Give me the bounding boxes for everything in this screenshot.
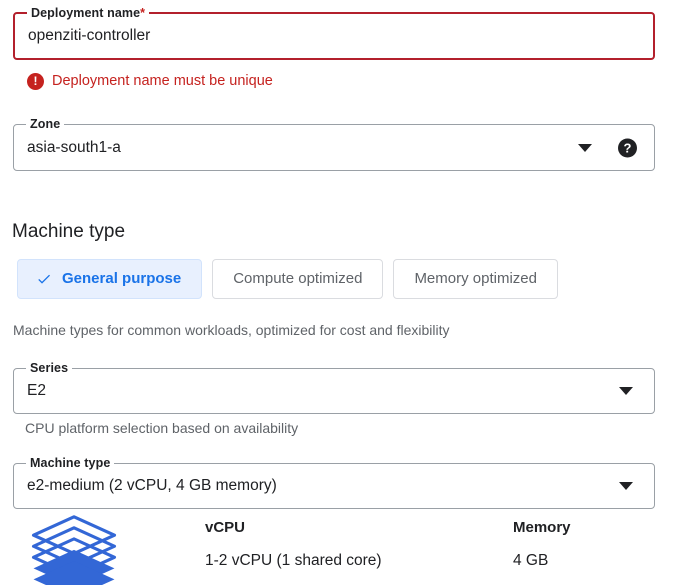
spec-value-memory: 4 GB [513,552,549,569]
error-message-text: Deployment name must be unique [52,73,273,89]
check-icon [38,274,50,284]
tab-general-purpose[interactable]: General purpose [17,259,203,299]
tab-memory-optimized[interactable]: Memory optimized [393,259,558,299]
deployment-name-label: Deployment name* [27,6,150,20]
spec-header-vcpu: vCPU [205,519,246,536]
deployment-name-error: ! Deployment name must be unique [27,72,273,90]
series-selected-value[interactable]: E2 [27,382,46,399]
layers-stack-icon [31,515,117,585]
machine-type-section-title: Machine type [12,221,126,242]
tab-compute-optimized-label: Compute optimized [233,270,363,287]
machine-type-helper-text: Machine types for common workloads, opti… [13,322,450,338]
series-label: Series [26,361,73,375]
series-helper-text: CPU platform selection based on availabi… [25,420,299,436]
series-field[interactable]: Series E2 [13,361,655,414]
spec-header-memory: Memory [513,519,571,536]
chevron-down-icon[interactable] [619,482,633,490]
machine-type-selected-value[interactable]: e2-medium (2 vCPU, 4 GB memory) [27,477,277,494]
error-circle-icon: ! [27,72,44,90]
chevron-down-icon[interactable] [619,387,633,395]
spec-column-vcpu: vCPU 1-2 vCPU (1 shared core) [205,518,382,571]
deployment-name-input[interactable]: openziti-controller [28,27,151,44]
zone-field[interactable]: Zone asia-south1-a ? [13,117,655,171]
zone-selected-value[interactable]: asia-south1-a [27,138,121,156]
spec-value-vcpu: 1-2 vCPU (1 shared core) [205,552,382,569]
chevron-down-icon[interactable] [578,143,592,152]
machine-type-field[interactable]: Machine type e2-medium (2 vCPU, 4 GB mem… [13,456,655,509]
machine-type-tab-group: General purpose Compute optimized Memory… [17,259,558,299]
tab-memory-optimized-label: Memory optimized [414,270,537,287]
tab-general-purpose-label: General purpose [62,270,182,287]
required-asterisk: * [140,6,146,20]
spec-column-memory: Memory 4 GB [513,518,571,571]
deployment-name-field[interactable]: Deployment name* openziti-controller [13,6,655,60]
zone-label: Zone [26,117,65,131]
tab-compute-optimized[interactable]: Compute optimized [212,259,384,299]
help-circle-icon[interactable]: ? [618,138,637,157]
machine-type-field-label: Machine type [26,456,115,470]
